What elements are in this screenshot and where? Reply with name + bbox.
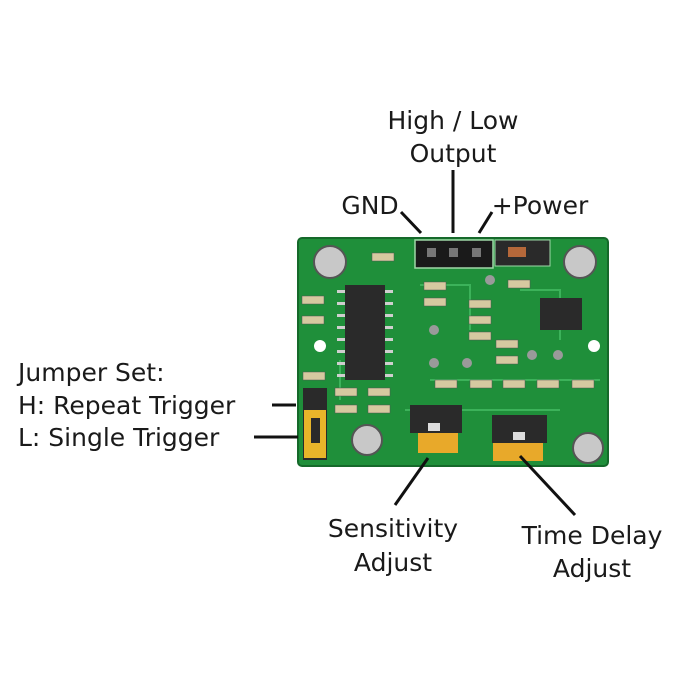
power-leader-line — [477, 211, 494, 234]
jumper-title-label: Jumper Set: — [16, 358, 165, 387]
time-delay-leader-line — [518, 454, 577, 517]
sensitivity-label-line1: Sensitivity — [328, 514, 458, 543]
time-delay-label-line2: Adjust — [553, 554, 631, 583]
output-label-line1: High / Low — [387, 106, 518, 135]
sensitivity-label-line2: Adjust — [354, 548, 432, 577]
jumper[interactable] — [303, 388, 327, 460]
output-label-line2: Output — [410, 139, 497, 168]
gnd-label: GND — [341, 191, 398, 220]
power-label: +Power — [492, 191, 589, 220]
time-delay-potentiometer[interactable] — [492, 415, 547, 461]
sensitivity-potentiometer[interactable] — [410, 405, 462, 453]
ic-chip — [337, 285, 393, 380]
voltage-regulator — [540, 298, 582, 330]
jumper-l-label: L: Single Trigger — [18, 423, 220, 452]
time-delay-label-line1: Time Delay — [521, 521, 663, 550]
pin-header — [414, 239, 494, 269]
jumper-h-label: H: Repeat Trigger — [18, 391, 236, 420]
sensitivity-leader-line — [393, 457, 430, 506]
pir-board — [297, 237, 609, 467]
capacitor — [313, 245, 604, 464]
gnd-leader-line — [399, 210, 423, 235]
